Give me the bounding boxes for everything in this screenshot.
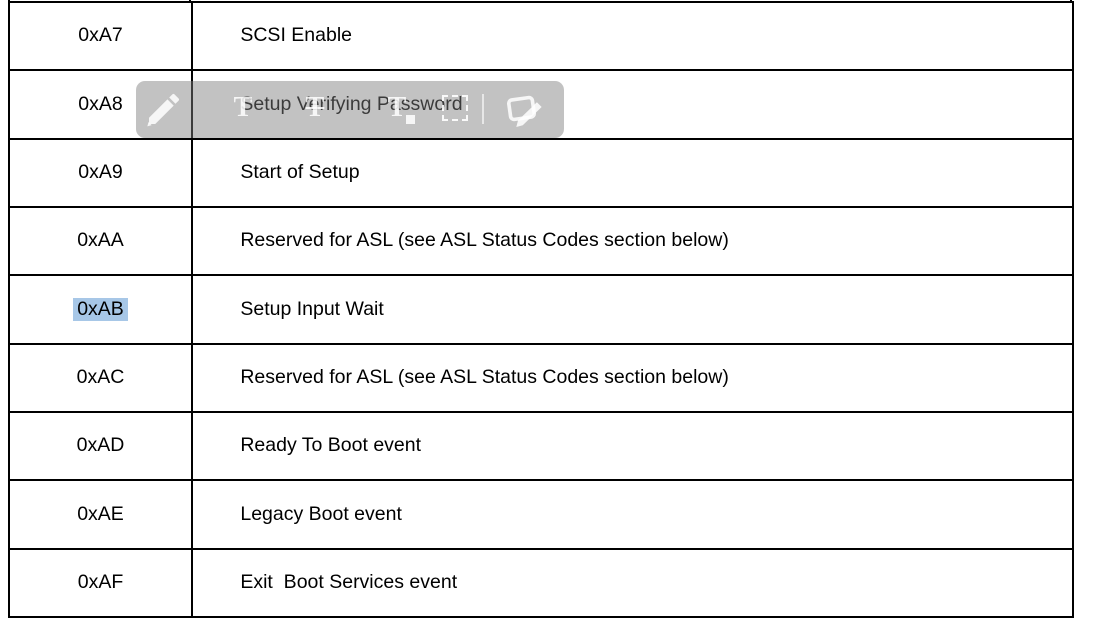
code-cell-text[interactable]: 0xA9 (78, 161, 123, 184)
code-cell-text[interactable]: 0xAC (76, 366, 125, 388)
description-cell[interactable]: Setup Verifying Password (191, 69, 1074, 140)
table-row: 0xAD Ready To Boot event (8, 410, 1074, 482)
code-cell[interactable]: 0xAE (8, 479, 193, 550)
table-row: 0xA9 Start of Setup (8, 137, 1074, 208)
code-cell[interactable]: 0xA8 (8, 69, 193, 140)
table-row: 0xAC Reserved for ASL (see ASL Status Co… (8, 342, 1074, 413)
dashed-square-shape (442, 95, 468, 121)
description-cell-text[interactable]: SCSI Enable (240, 24, 352, 47)
table-row: 0xAE Legacy Boot event (8, 479, 1074, 550)
description-cell[interactable]: SCSI Enable (191, 0, 1074, 72)
code-cell[interactable]: 0xA7 (8, 0, 193, 72)
description-cell[interactable]: Runtime Set Virtual Address MAP Begin (191, 615, 1074, 618)
description-cell[interactable]: Legacy Boot event (191, 479, 1074, 550)
highlighter-pen-icon[interactable] (144, 89, 184, 129)
code-cell-text[interactable]: 0xAD (76, 434, 125, 457)
description-cell[interactable]: Start of Setup (191, 137, 1074, 208)
description-cell-text[interactable]: Exit Boot Services event (240, 570, 458, 593)
table-row: 0xAF Exit Boot Services event (8, 547, 1074, 618)
code-cell[interactable]: 0xAB (8, 274, 193, 345)
text-box-icon[interactable]: T (383, 92, 415, 124)
description-cell-text[interactable]: Ready To Boot event (240, 434, 422, 457)
text-strikeout-glyph: T (305, 92, 325, 123)
description-cell-text[interactable]: Legacy Boot event (240, 502, 402, 525)
annotation-toolbar: T T T (136, 81, 564, 138)
table-row: 0xAB Setup Input Wait (8, 274, 1074, 345)
code-cell-text[interactable]: 0xA8 (78, 92, 123, 115)
table-row: 0xA7 SCSI Enable (8, 0, 1074, 72)
description-cell[interactable]: Exit Boot Services event (191, 547, 1074, 618)
table-row: 0xAA Reserved for ASL (see ASL Status Co… (8, 205, 1074, 277)
code-cell-text[interactable]: 0xAF (77, 570, 124, 593)
description-cell-text[interactable]: Start of Setup (240, 161, 360, 184)
text-strikeout-icon[interactable]: T (301, 94, 329, 122)
area-select-icon[interactable] (442, 95, 468, 121)
code-cell-text[interactable]: 0xAA (77, 229, 124, 252)
text-tool-glyph: T (233, 92, 253, 123)
status-code-table: 0xA7 SCSI Enable 0xA8 Setup Verifying Pa… (8, 0, 1074, 618)
code-cell[interactable]: 0xA9 (8, 137, 193, 208)
code-cell-text-selected[interactable]: 0xAB (73, 297, 128, 322)
status-code-table-body: 0xA7 SCSI Enable 0xA8 Setup Verifying Pa… (8, 0, 1074, 618)
description-cell[interactable]: Reserved for ASL (see ASL Status Codes s… (191, 205, 1074, 277)
description-cell-text[interactable]: Reserved for ASL (see ASL Status Codes s… (240, 229, 729, 252)
code-cell[interactable]: 0xAD (8, 410, 193, 482)
code-cell[interactable]: 0xAA (8, 205, 193, 277)
description-cell-text[interactable]: Setup Input Wait (240, 297, 384, 320)
description-cell-text[interactable]: Setup Verifying Password (240, 92, 463, 115)
text-tool-icon[interactable]: T (229, 94, 257, 122)
sign-pen-icon[interactable] (504, 90, 546, 130)
code-cell[interactable]: 0xAF (8, 547, 193, 618)
description-cell-text[interactable]: Reserved for ASL (see ASL Status Codes s… (240, 366, 729, 388)
code-cell-text[interactable]: 0xAE (77, 502, 124, 525)
toolbar-separator (482, 94, 484, 124)
text-box-glyph: T (387, 92, 407, 123)
description-cell[interactable]: Setup Input Wait (191, 274, 1074, 345)
description-cell[interactable]: Ready To Boot event (191, 410, 1074, 482)
code-cell[interactable]: 0xB0 (8, 615, 193, 618)
table-row: 0xA8 Setup Verifying Password (8, 69, 1074, 140)
description-cell[interactable]: Reserved for ASL (see ASL Status Codes s… (191, 342, 1074, 413)
table-row: 0xB0 Runtime Set Virtual Address MAP Beg… (8, 615, 1074, 618)
code-cell-text[interactable]: 0xA7 (78, 24, 123, 47)
code-cell[interactable]: 0xAC (8, 342, 193, 413)
